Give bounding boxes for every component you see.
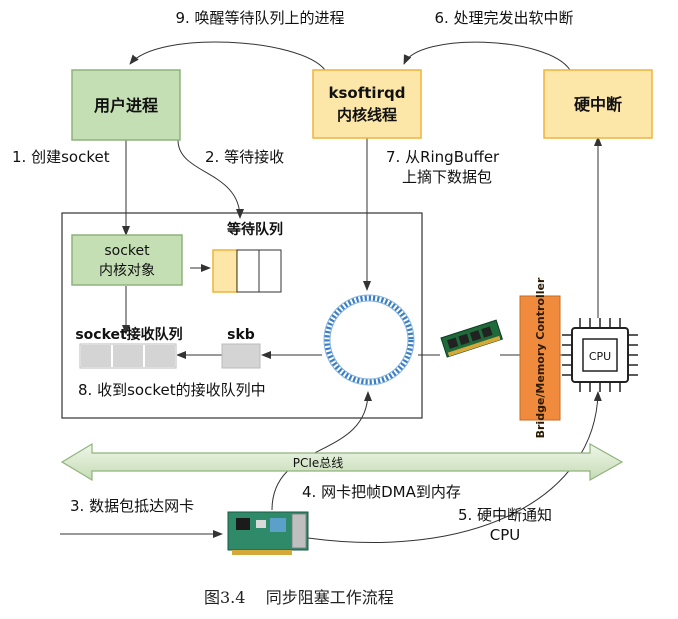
svg-text:PCIe总线: PCIe总线 (293, 456, 344, 470)
cpu-chip-icon: CPU (562, 318, 638, 392)
svg-text:内核对象: 内核对象 (99, 263, 155, 279)
network-card-icon (227, 511, 309, 555)
arrow-wake-process (129, 41, 326, 71)
skb-block: skb (221, 327, 261, 369)
step-labels: 9. 唤醒等待队列上的进程 6. 处理完发出软中断 1. 创建socket 2.… (12, 9, 574, 544)
svg-text:用户进程: 用户进程 (94, 96, 158, 115)
svg-text:等待队列: 等待队列 (227, 221, 283, 238)
connectors (60, 41, 602, 544)
bridge-memory-controller: Bridge/Memory Controller (519, 277, 561, 438)
step-7-label-line1: 7. 从RingBuffer (386, 148, 500, 166)
svg-text:ksoftirqd: ksoftirqd (329, 84, 406, 102)
socket-object-box: socket 内核对象 (71, 234, 183, 286)
svg-text:socket: socket (104, 243, 150, 259)
wait-queue: 等待队列 (212, 221, 283, 293)
svg-text:Bridge/Memory Controller: Bridge/Memory Controller (534, 277, 547, 438)
arrow-wait-recv (177, 139, 244, 219)
svg-text:socket接收队列: socket接收队列 (75, 326, 182, 343)
figure-caption: 图3.4 同步阻塞工作流程 (204, 588, 394, 607)
step-9-label: 9. 唤醒等待队列上的进程 (175, 9, 344, 27)
pcie-bus: PCIe总线 (60, 442, 624, 482)
svg-text:CPU: CPU (589, 350, 611, 363)
kernel-memory-frame (61, 212, 423, 419)
step-4-label: 4. 网卡把帧DMA到内存 (302, 483, 461, 501)
svg-text:硬中断: 硬中断 (574, 95, 622, 114)
step-7-label-line2: 上摘下数据包 (402, 168, 492, 186)
step-8-label: 8. 收到socket的接收队列中 (78, 381, 266, 399)
step-5-label-line2: CPU (490, 526, 521, 544)
hardirq-box: 硬中断 (543, 69, 653, 139)
arrow-softirq (403, 41, 571, 71)
user-process-box: 用户进程 (71, 69, 181, 141)
ksoftirqd-box: ksoftirqd 内核线程 (312, 69, 422, 139)
arrow-hardirq-notify (307, 391, 602, 544)
step-5-label-line1: 5. 硬中断通知 (458, 506, 552, 524)
svg-text:skb: skb (227, 327, 255, 343)
socket-recv-queue: socket接收队列 (75, 326, 183, 369)
svg-text:内核线程: 内核线程 (337, 106, 397, 124)
step-6-label: 6. 处理完发出软中断 (434, 9, 573, 27)
ring-buffer (323, 294, 415, 386)
step-1-label: 1. 创建socket (12, 148, 110, 166)
arrow-dma (271, 391, 372, 511)
step-3-label: 3. 数据包抵达网卡 (70, 497, 194, 515)
step-2-label: 2. 等待接收 (205, 148, 284, 166)
ram-module-icon (440, 319, 503, 358)
